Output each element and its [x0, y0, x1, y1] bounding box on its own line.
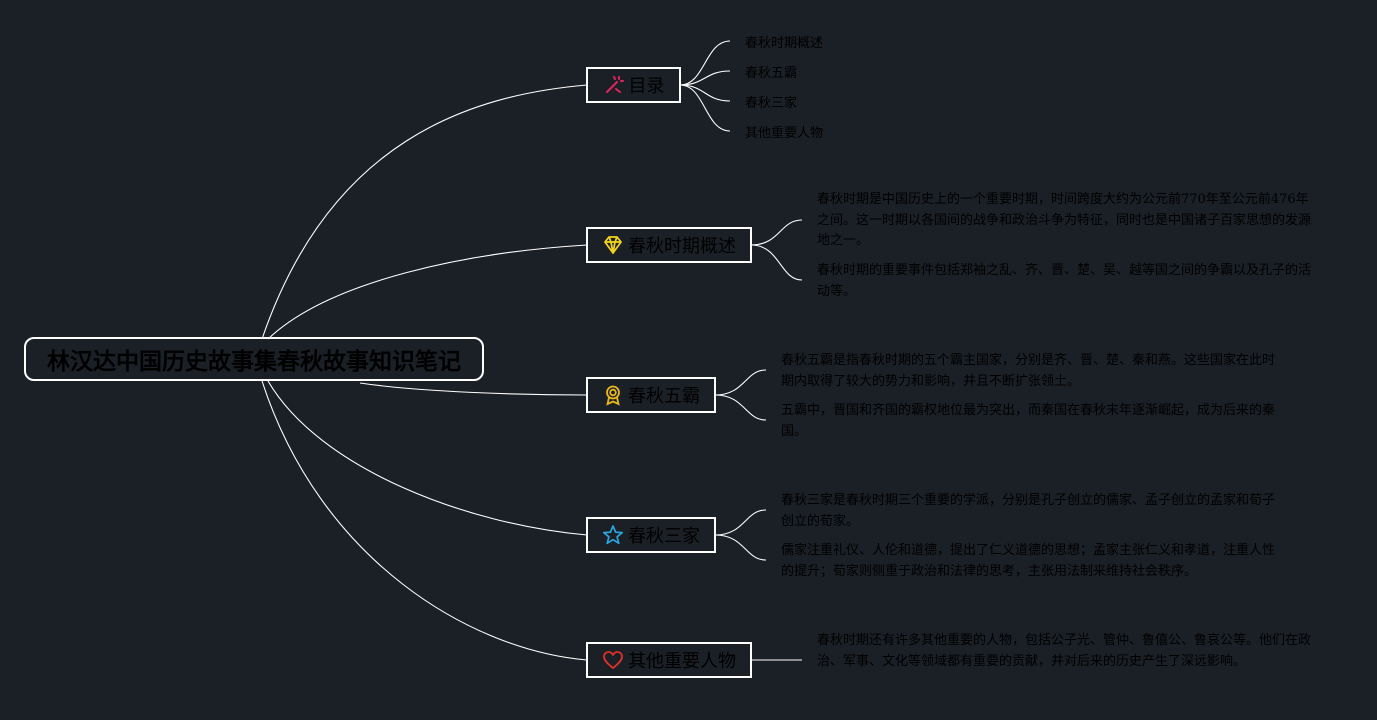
heart-icon: [602, 649, 624, 671]
toc-item-hegemons[interactable]: 春秋五霸: [745, 66, 798, 81]
hegemons-paragraph-2: 五霸中，晋国和齐国的霸权地位最为突出，而秦国在春秋末年逐渐崛起，成为后来的秦国。: [781, 403, 1276, 439]
topic-hegemons[interactable]: 春秋五霸: [586, 377, 716, 413]
overview-paragraph-2: 春秋时期的重要事件包括郑袖之乱、齐、晋、楚、吴、越等国之间的争霸以及孔子的活动等…: [817, 263, 1312, 299]
figures-paragraph-1: 春秋时期还有许多其他重要的人物，包括公子光、管仲、鲁僖公、鲁哀公等。他们在政治、…: [817, 633, 1312, 669]
topic-label: 春秋三家: [628, 526, 700, 547]
link-root-overview: [267, 244, 588, 340]
link-root-schools: [267, 380, 588, 536]
root-title: 林汉达中国历史故事集春秋故事知识笔记: [47, 349, 461, 375]
award-icon: [602, 384, 624, 406]
diamond-icon: [602, 234, 624, 256]
schools-paragraph-1: 春秋三家是春秋时期三个重要的学派，分别是孔子创立的儒家、孟子创立的孟家和荀子创立…: [781, 493, 1276, 529]
topic-label: 春秋时期概述: [628, 236, 736, 257]
link-schools-2: [714, 534, 767, 561]
toc-item-overview[interactable]: 春秋时期概述: [745, 36, 824, 51]
link-toc-2: [679, 70, 731, 86]
topic-toc[interactable]: 目录: [586, 67, 681, 103]
toc-item-figures[interactable]: 其他重要人物: [745, 126, 824, 141]
link-overview-1: [750, 219, 803, 246]
link-hegemons-1: [714, 369, 767, 396]
topic-schools[interactable]: 春秋三家: [586, 517, 716, 553]
toc-item-schools[interactable]: 春秋三家: [745, 96, 798, 111]
schools-paragraph-2: 儒家注重礼仪、人伦和道德，提出了仁义道德的思想；孟家主张仁义和孝道，注重人性的提…: [781, 543, 1276, 579]
link-toc-4: [679, 84, 731, 132]
link-schools-1: [714, 509, 767, 536]
overview-paragraph-1: 春秋时期是中国历史上的一个重要时期，时间跨度大约为公元前770年至公元前476年…: [817, 192, 1312, 248]
star-icon: [602, 524, 624, 546]
link-overview-2: [750, 244, 803, 281]
link-root-figures: [261, 380, 588, 661]
hegemons-paragraph-1: 春秋五霸是指春秋时期的五个霸主国家，分别是齐、晋、楚、秦和燕。这些国家在此时期内…: [781, 353, 1276, 389]
root-topic[interactable]: 林汉达中国历史故事集春秋故事知识笔记: [24, 337, 484, 381]
link-root-toc: [261, 84, 588, 340]
magic-wand-icon: [603, 74, 625, 96]
link-hegemons-2: [714, 394, 767, 421]
topic-figures[interactable]: 其他重要人物: [586, 642, 752, 678]
link-toc-1: [679, 40, 731, 86]
topic-label: 其他重要人物: [628, 651, 736, 672]
topic-label: 春秋五霸: [628, 386, 700, 407]
topic-overview[interactable]: 春秋时期概述: [586, 227, 752, 263]
topic-label: 目录: [628, 76, 665, 97]
link-root-hegemons: [359, 382, 588, 396]
link-toc-3: [679, 84, 731, 102]
